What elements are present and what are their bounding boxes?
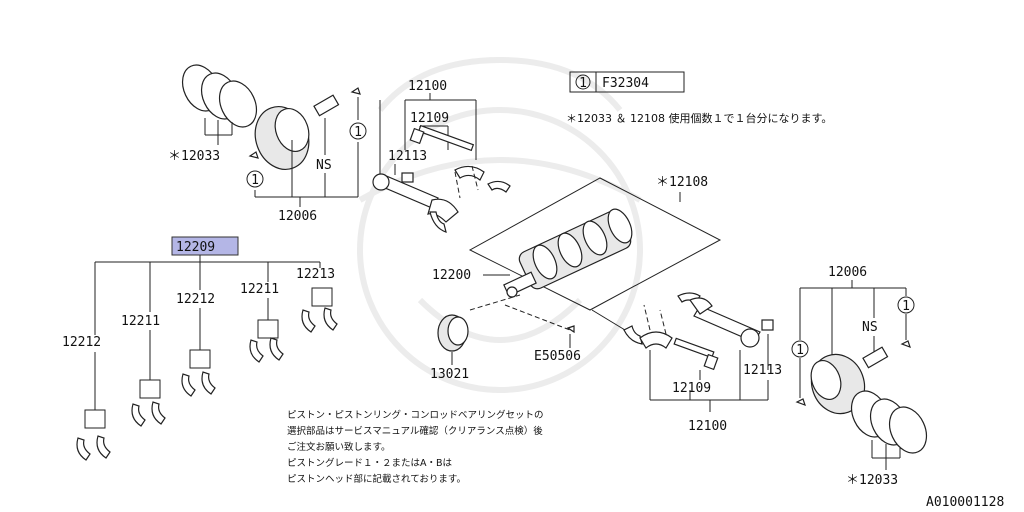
callout-circle-1-top-right: 1: [349, 122, 367, 140]
bearing-pair-12213: [301, 287, 338, 333]
label-12211-left: 12211: [121, 314, 160, 329]
reference-box: 1 F32304: [569, 71, 685, 93]
bearing-pair-12211-left: [131, 379, 166, 427]
connecting-rod-bottom: [689, 297, 761, 348]
label-12212-left: 12212: [62, 335, 101, 350]
bearing-shell-top-a: [429, 211, 447, 233]
piston-pin-top: [313, 94, 340, 117]
rod-cap-bottom: [639, 304, 673, 349]
svg-text:1: 1: [796, 343, 804, 358]
reference-note: ＊12033 ＆ 12108 使用個数１で１台分になります。: [566, 111, 832, 125]
svg-text:12209: 12209: [176, 240, 215, 255]
svg-text:1: 1: [579, 76, 587, 91]
bearing-pair-12212-left: [76, 409, 111, 461]
svg-text:ピストングレード１・２またはA・Bは: ピストングレード１・２またはA・Bは: [287, 457, 453, 469]
svg-text:1: 1: [354, 125, 362, 140]
label-12212-mid: 12212: [176, 292, 215, 307]
svg-text:1: 1: [902, 299, 910, 314]
svg-text:F32304: F32304: [602, 76, 649, 91]
label-ns-right: NS: [862, 320, 878, 335]
woodruff-key: [566, 325, 575, 334]
svg-text:ピストン・ピストンリング・コンロッドベアリングセットの: ピストン・ピストンリング・コンロッドベアリングセットの: [287, 409, 544, 421]
label-12100-top: 12100: [408, 79, 447, 94]
rod-cap-top: [454, 165, 485, 199]
piston-pin-right: [862, 346, 889, 369]
snap-ring-right: [795, 340, 911, 407]
svg-text:選択部品はサービスマニュアル確認（クリアランス点検）後: 選択部品はサービスマニュアル確認（クリアランス点検）後: [287, 425, 543, 437]
bearing-pair-12211-mid: [249, 319, 284, 363]
bearing-shell-top-b: [487, 180, 511, 193]
label-12211-mid: 12211: [240, 282, 279, 297]
selection-notes: ピストン・ピストンリング・コンロッドベアリングセットの 選択部品はサービスマニュ…: [287, 409, 544, 485]
piston-rings-right: [850, 390, 928, 454]
piston-rings-top: [181, 64, 258, 128]
label-12006-top: 12006: [278, 209, 317, 224]
label-ns-top: NS: [316, 158, 332, 173]
snap-ring-top: [248, 87, 361, 159]
bearing-shell-bottom-a: [623, 325, 643, 345]
svg-text:ピストンヘッド部に記載されております。: ピストンヘッド部に記載されております。: [287, 473, 466, 485]
rod-nut-bottom: [761, 319, 774, 331]
label-e50506: E50506: [534, 349, 581, 364]
rod-nut-top: [401, 172, 414, 183]
connecting-rod-top: [372, 173, 459, 223]
label-12200: 12200: [432, 268, 471, 283]
crankshaft: [503, 208, 633, 298]
callout-circle-1-right-top: 1: [897, 296, 915, 314]
label-12100-bottom: 12100: [688, 419, 727, 434]
label-12006-right: 12006: [828, 265, 867, 280]
callout-circle-1-right-left: 1: [791, 340, 809, 358]
svg-text:1: 1: [251, 173, 259, 188]
crank-pulley: [437, 314, 469, 352]
piston-right: [810, 353, 866, 415]
rod-bolt-bottom: [673, 337, 719, 371]
diagram-code: A010001128: [926, 495, 1004, 510]
label-12108: ＊12108: [656, 175, 708, 190]
label-12113-bottom: 12113: [743, 363, 782, 378]
label-12109-top: 12109: [410, 111, 449, 126]
label-12033-bottom: ＊12033: [846, 473, 898, 488]
label-12113-top: 12113: [388, 149, 427, 164]
piston-top: [254, 106, 310, 170]
label-12033-top: ＊12033: [168, 149, 220, 164]
label-12213: 12213: [296, 267, 335, 282]
highlight-12209: 12209: [171, 236, 239, 256]
label-13021: 13021: [430, 367, 469, 382]
svg-text:ご注文お願い致します。: ご注文お願い致します。: [287, 441, 391, 453]
rod-bolt-top: [409, 124, 475, 152]
callout-circle-1-top-left: 1: [246, 170, 264, 188]
bearing-pair-12212-mid: [181, 349, 216, 397]
label-12109-bottom: 12109: [672, 381, 711, 396]
